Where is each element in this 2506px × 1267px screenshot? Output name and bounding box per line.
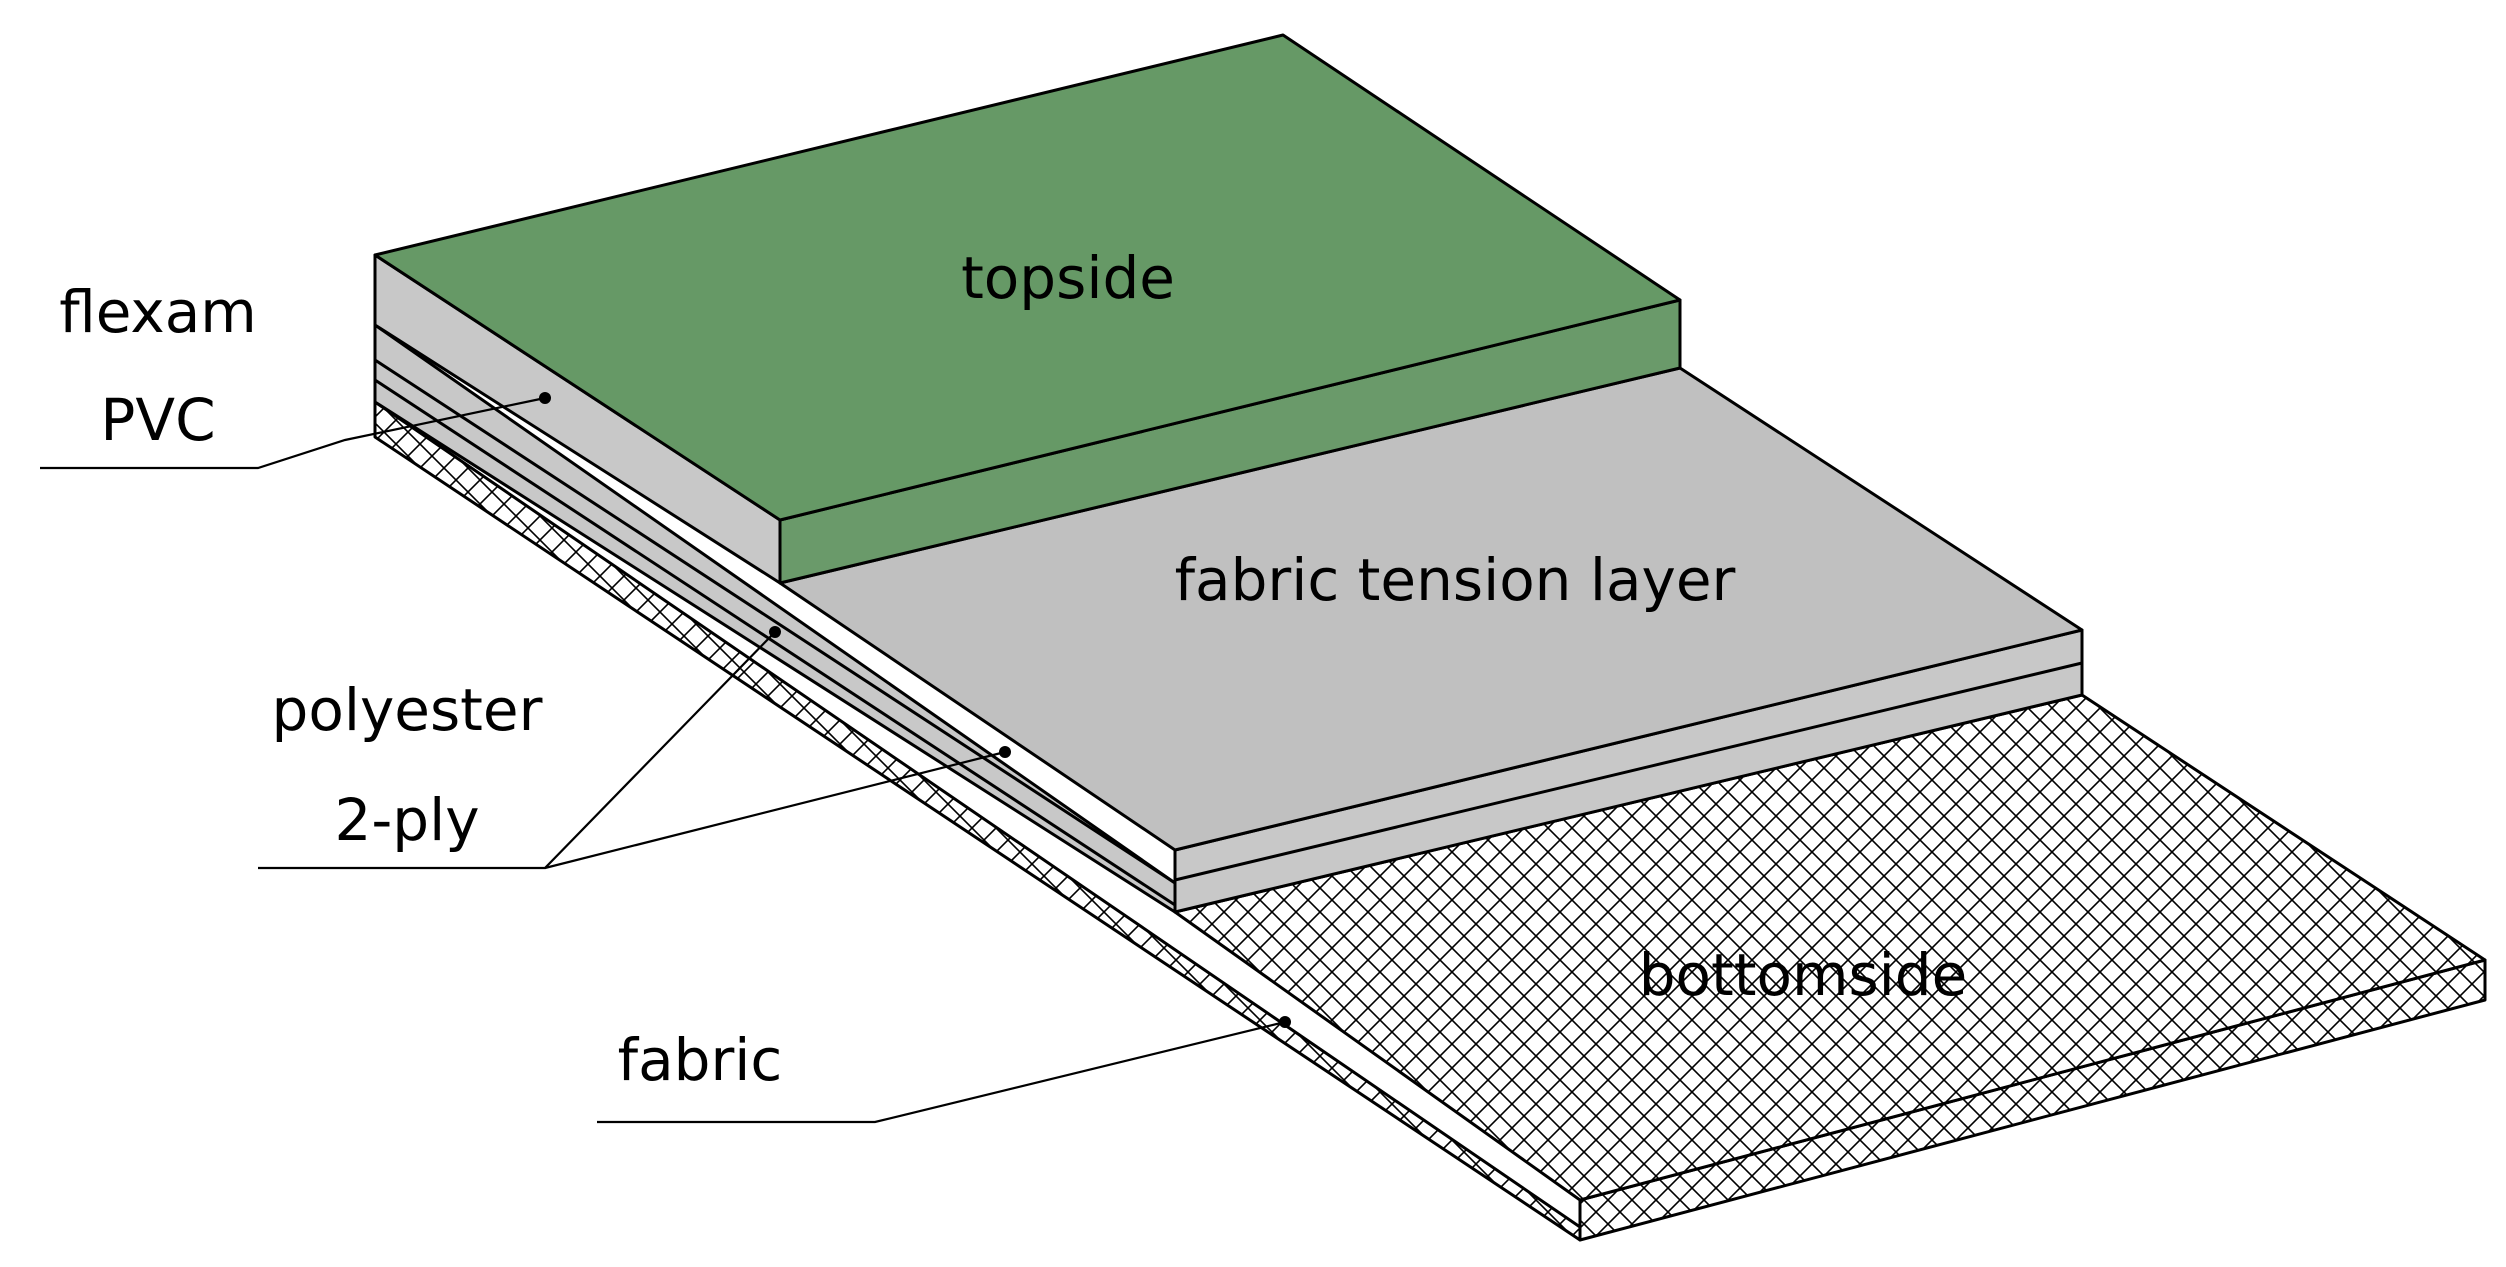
- ply-separator-left: [374, 358, 1176, 885]
- polyester-label: polyester: [272, 676, 543, 744]
- ply-separator-left-lower: [374, 378, 1176, 907]
- pvc-label: PVC: [100, 386, 215, 454]
- topside-label: topside: [961, 244, 1175, 312]
- leader-polyester-2ply: [258, 626, 1011, 870]
- ply-separator-front: [1174, 661, 2083, 882]
- flexam-label: flexam: [59, 278, 257, 346]
- fabric-tension-layer-label: fabric tension layer: [1175, 546, 1736, 614]
- two-ply-label: 2-ply: [334, 786, 479, 854]
- topside-surface: [373, 33, 1682, 522]
- leader-flexam-pvc: [40, 392, 551, 470]
- leader-fabric: [597, 1016, 1291, 1124]
- fabric-label: fabric: [618, 1026, 783, 1094]
- bottomside-label: bottomside: [1639, 941, 1968, 1009]
